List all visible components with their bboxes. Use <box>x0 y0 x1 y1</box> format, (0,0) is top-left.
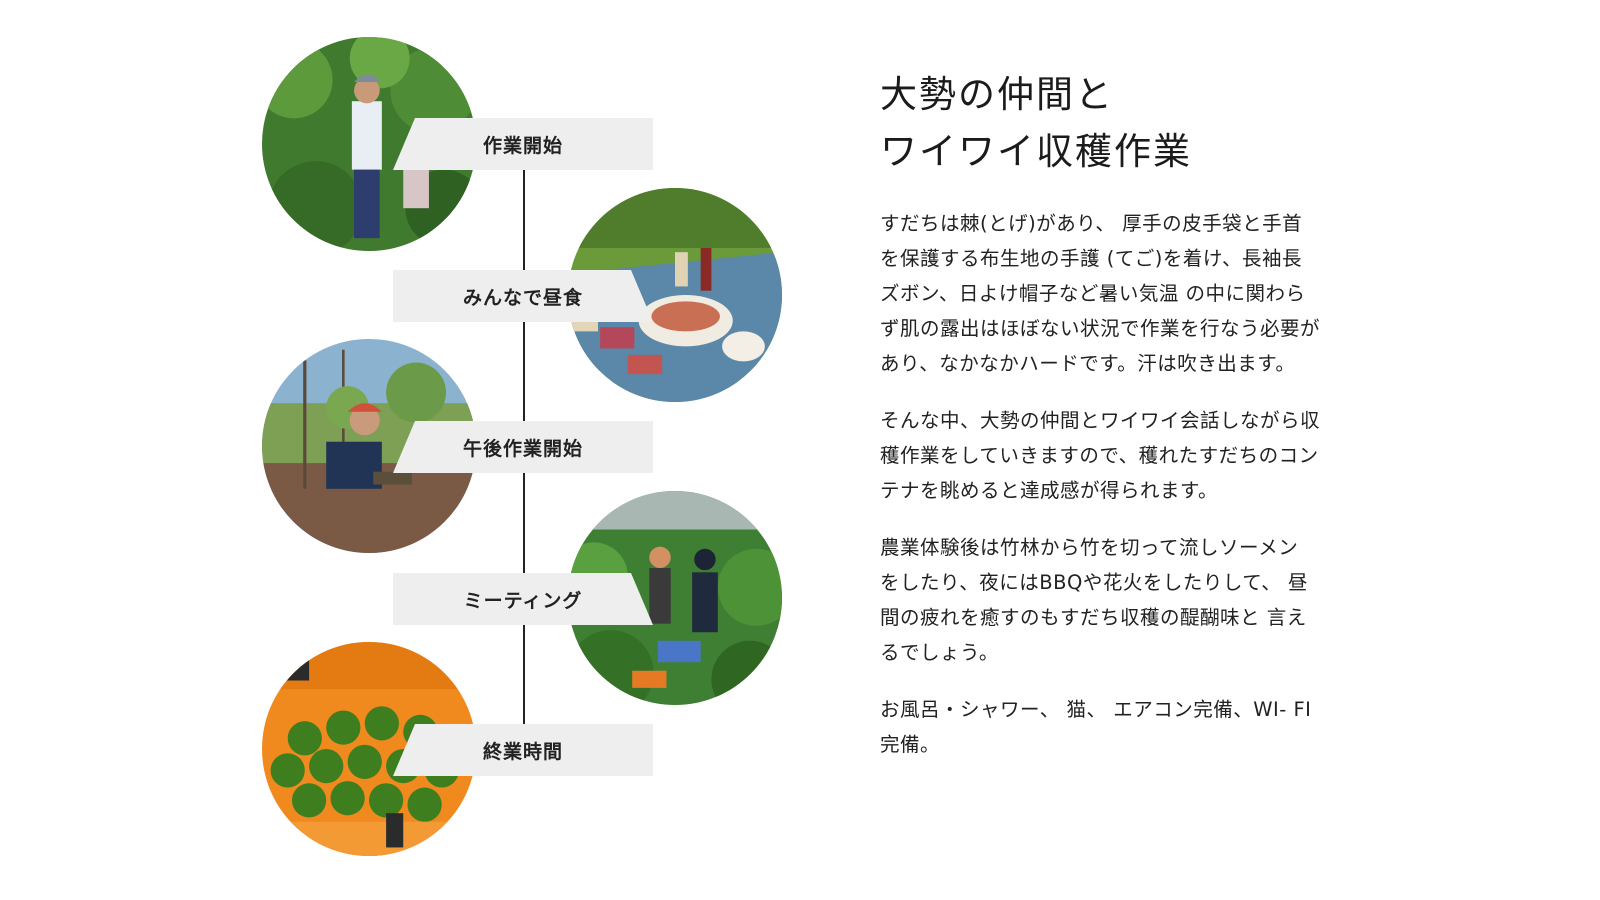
timeline-step-meeting: ミーティング <box>393 573 653 625</box>
paragraph-amenities: お風呂・シャワー、 猫、 エアコン完備、WI- FI完備。 <box>880 698 1312 756</box>
heading-line-1: 大勢の仲間と <box>880 73 1114 116</box>
heading-line-2: ワイワイ収穫作業 <box>880 130 1192 173</box>
paragraph-harvest-conditions: すだちは棘(とげ)があり、 厚手の皮手袋と手首を保護する布生地の手護 (てご)を… <box>880 212 1321 375</box>
timeline-step-end-of-work: 終業時間 <box>393 724 653 776</box>
timeline-step-afternoon-work: 午後作業開始 <box>393 421 653 473</box>
photo-work-start <box>262 37 476 251</box>
section-heading: 大勢の仲間と ワイワイ収穫作業 <box>880 66 1320 180</box>
paragraph-group-harvest: そんな中、大勢の仲間とワイワイ会話しながら収穫作業をしていきますので、穫れたすだ… <box>880 409 1321 502</box>
timeline-step-lunch: みんなで昼食 <box>393 270 653 322</box>
timeline-step-work-start: 作業開始 <box>393 118 653 170</box>
paragraph-after-activities: 農業体験後は竹林から竹を切って流しソーメン をしたり、夜にはBBQや花火をしたり… <box>880 536 1308 664</box>
schedule-timeline: 作業開始 みんなで昼食 午後作業開始 ミーティング 終業時間 <box>262 37 782 856</box>
description-section: 大勢の仲間と ワイワイ収穫作業 すだちは棘(とげ)があり、 厚手の皮手袋と手首を… <box>880 66 1320 784</box>
